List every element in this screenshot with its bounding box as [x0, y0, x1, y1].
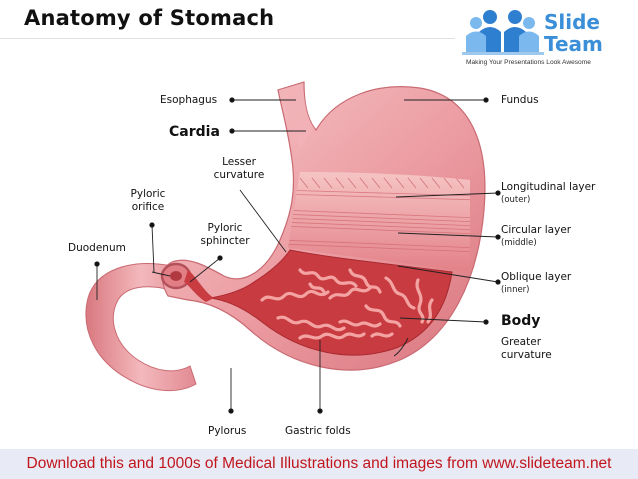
label-pyloric-sphincter-line2: sphincter	[200, 235, 250, 247]
label-circular-layer-title: Circular layer	[501, 224, 572, 236]
label-longitudinal-layer-sub: (outer)	[501, 195, 531, 205]
label-longitudinal-layer: Longitudinal layer (outer)	[501, 181, 595, 207]
label-body: Body	[501, 313, 541, 329]
stomach-diagram	[85, 81, 501, 414]
stomach-interior	[209, 249, 453, 356]
label-greater-curvature-line2: curvature	[501, 349, 552, 361]
label-esophagus: Esophagus	[160, 94, 218, 106]
label-oblique-layer: Oblique layer (inner)	[501, 271, 571, 297]
logo-tagline: Making Your Presentations Look Awesome	[466, 59, 591, 66]
label-greater-curvature: Greater curvature	[501, 336, 552, 362]
label-gastric-folds: Gastric folds	[285, 425, 351, 437]
logo-word-team: Team	[544, 32, 603, 56]
page-title: Anatomy of Stomach	[24, 6, 275, 30]
title-divider	[0, 38, 455, 39]
label-pylorus: Pylorus	[208, 425, 247, 437]
label-pyloric-orifice: Pyloric orifice	[122, 188, 174, 214]
slideteam-logo: Slide Team Making Your Presentations Loo…	[462, 4, 636, 70]
label-circular-layer: Circular layer (middle)	[501, 224, 571, 250]
label-lesser-curvature-line2: curvature	[213, 169, 265, 181]
label-lesser-curvature-line1: Lesser	[222, 156, 256, 168]
label-cardia: Cardia	[169, 124, 220, 140]
label-longitudinal-layer-title: Longitudinal layer	[501, 181, 596, 193]
label-greater-curvature-line1: Greater	[501, 336, 542, 348]
label-duodenum: Duodenum	[68, 242, 126, 254]
label-circular-layer-sub: (middle)	[501, 238, 537, 248]
people-icon	[462, 10, 544, 55]
label-pyloric-orifice-line1: Pyloric	[130, 188, 166, 200]
label-fundus: Fundus	[501, 94, 539, 106]
label-pyloric-sphincter: Pyloric sphincter	[196, 222, 254, 248]
label-pyloric-orifice-line2: orifice	[131, 201, 165, 213]
pyloric-orifice-hole	[170, 271, 182, 281]
footer-banner[interactable]: Download this and 1000s of Medical Illus…	[0, 449, 638, 479]
leader-lines	[94, 97, 501, 414]
logo-word-slide: Slide	[544, 10, 600, 34]
gastric-folds	[260, 268, 434, 340]
label-oblique-layer-title: Oblique layer	[501, 271, 572, 283]
label-pyloric-sphincter-line1: Pyloric	[207, 222, 243, 234]
pylorus-canal	[184, 270, 214, 302]
label-lesser-curvature: Lesser curvature	[208, 156, 270, 182]
duodenum-shape	[85, 263, 197, 392]
label-oblique-layer-sub: (inner)	[501, 285, 530, 295]
